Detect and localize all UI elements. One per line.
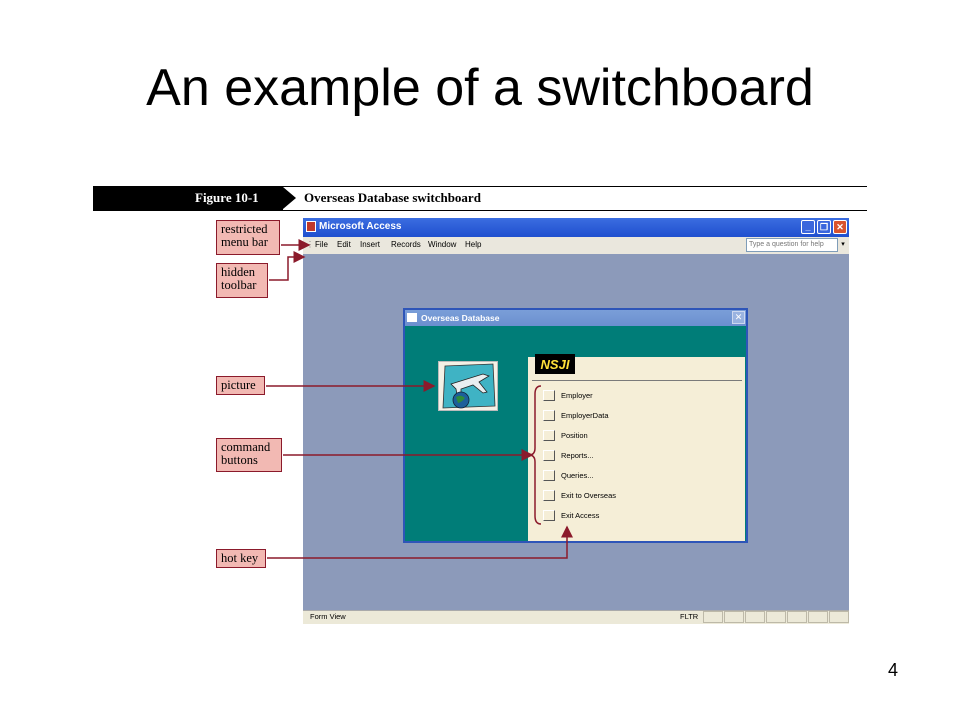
- callout-restricted-menu-bar: restricted menu bar: [216, 220, 280, 255]
- callout-hidden-toolbar: hidden toolbar: [216, 263, 268, 298]
- leader-toolbar: [269, 251, 306, 281]
- employer-label: Employer: [561, 391, 593, 400]
- figure-bottom-rule: [93, 210, 867, 211]
- access-titlebar[interactable]: [303, 218, 849, 237]
- form-icon: [407, 313, 417, 322]
- grip-icon: ⋮: [306, 240, 314, 249]
- callout-text: hot key: [221, 551, 259, 565]
- reports-label: Reports...: [561, 451, 594, 460]
- switchboard-title: Overseas Database: [421, 313, 500, 323]
- status-cell: [829, 611, 849, 623]
- menu-records[interactable]: Records: [391, 240, 421, 249]
- figure-label-arrow: [283, 187, 296, 209]
- callout-command-buttons: command buttons: [216, 438, 282, 472]
- employer-data-button[interactable]: [543, 410, 555, 421]
- menu-bar: [303, 237, 849, 254]
- queries-label: Queries...: [561, 471, 594, 480]
- reports-button[interactable]: [543, 450, 555, 461]
- airplane-globe-icon: [442, 363, 496, 409]
- status-bar: [303, 610, 849, 624]
- access-title: Microsoft Access: [319, 221, 402, 232]
- callout-text: command: [221, 440, 271, 454]
- status-indicator: FLTR: [680, 612, 699, 621]
- status-cell: [724, 611, 744, 623]
- menu-help[interactable]: Help: [465, 240, 482, 249]
- callout-hot-key: hot key: [216, 549, 266, 568]
- position-button[interactable]: [543, 430, 555, 441]
- access-app-icon: [306, 221, 316, 232]
- exit-to-overseas-label: Exit to Overseas: [561, 491, 617, 500]
- company-logo: NSJI: [535, 354, 575, 374]
- status-cell: [808, 611, 828, 623]
- menu-window[interactable]: Window: [428, 240, 457, 249]
- divider: [532, 380, 742, 381]
- callout-text: toolbar: [221, 278, 257, 292]
- figure-label: Figure 10-1: [195, 190, 259, 205]
- figure-label-bar: [93, 187, 283, 210]
- position-label: Position: [561, 431, 588, 440]
- chevron-down-icon[interactable]: ▾: [838, 238, 848, 252]
- switchboard-picture: [438, 361, 498, 411]
- callout-text: hidden: [221, 265, 256, 279]
- callout-text: menu bar: [221, 235, 268, 249]
- restore-icon[interactable]: ❐: [817, 220, 831, 234]
- callout-text: restricted: [221, 222, 268, 236]
- callout-text: buttons: [221, 453, 258, 467]
- help-search-input[interactable]: Type a question for help: [746, 238, 838, 252]
- menu-edit[interactable]: Edit: [337, 240, 351, 249]
- callout-text: picture: [221, 378, 256, 392]
- switchboard-button-panel: [528, 357, 745, 541]
- status-cell: [766, 611, 786, 623]
- close-icon[interactable]: ✕: [732, 311, 745, 324]
- page-number: 4: [888, 660, 899, 680]
- switchboard-titlebar[interactable]: [405, 310, 746, 326]
- queries-button[interactable]: [543, 470, 555, 481]
- exit-access-label: Exit Access: [561, 511, 600, 520]
- employer-button[interactable]: [543, 390, 555, 401]
- status-cell: [745, 611, 765, 623]
- status-cell: [787, 611, 807, 623]
- figure-top-rule: [93, 186, 867, 187]
- status-text: Form View: [310, 612, 346, 621]
- exit-to-overseas-button[interactable]: [543, 490, 555, 501]
- menu-insert[interactable]: Insert: [360, 240, 381, 249]
- exit-access-button[interactable]: [543, 510, 555, 521]
- callout-picture: picture: [216, 376, 265, 395]
- minimize-icon[interactable]: _: [801, 220, 815, 234]
- status-cell: [703, 611, 723, 623]
- close-icon[interactable]: ✕: [833, 220, 847, 234]
- figure-caption: Overseas Database switchboard: [304, 190, 481, 205]
- menu-file[interactable]: File: [315, 240, 328, 249]
- slide-title: An example of a switchboard: [146, 59, 814, 117]
- employer-data-label: EmployerData: [561, 411, 609, 420]
